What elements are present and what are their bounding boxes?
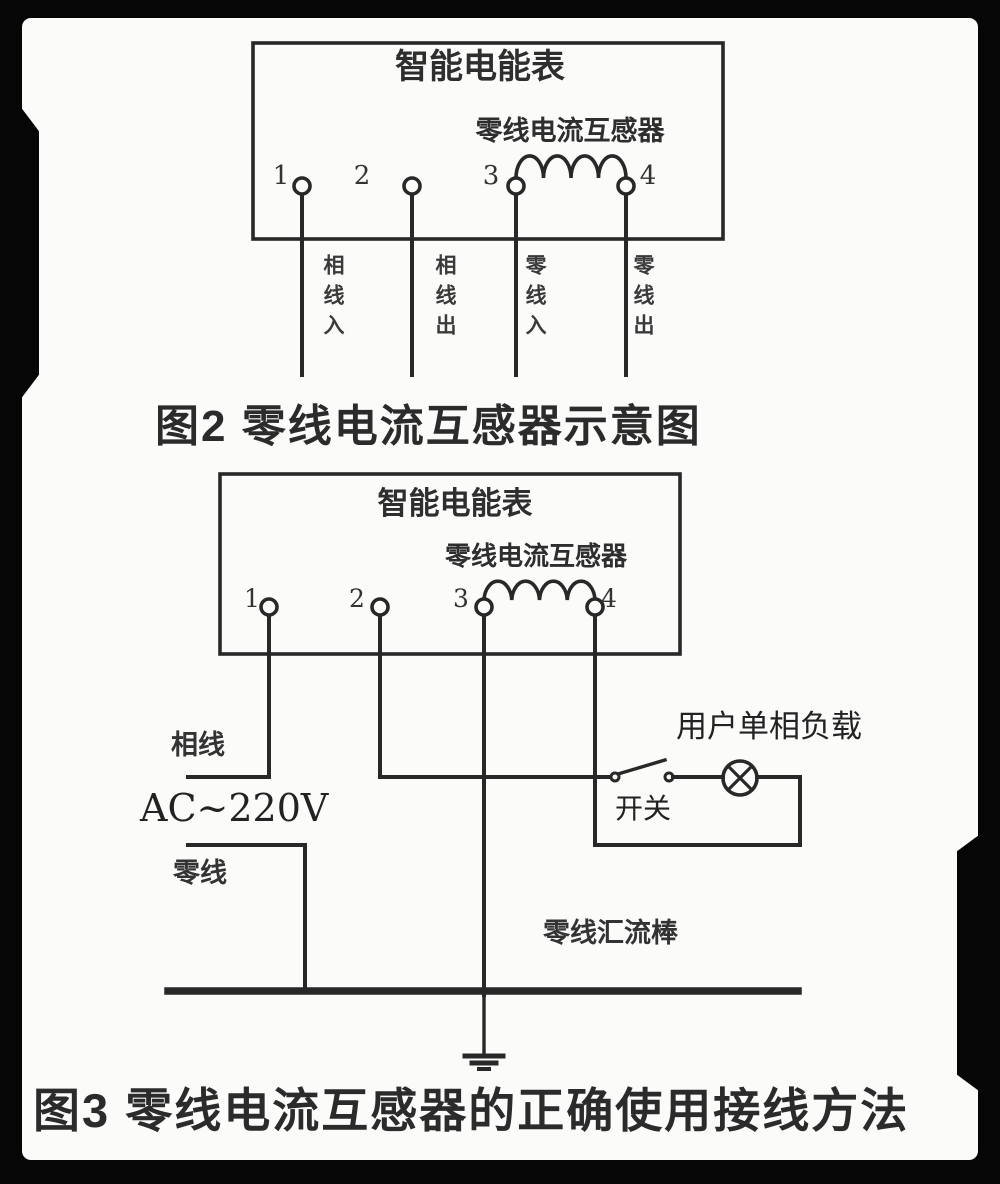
fig2-terminal1-number: 1 — [272, 161, 290, 191]
fig2-terminal4-number: 4 — [639, 161, 657, 191]
fig3-terminal4-number: 4 — [601, 584, 617, 613]
fig3-neutral-label: 零线 — [173, 858, 227, 888]
fig3-terminal1-number: 1 — [244, 584, 260, 613]
fig2-terminal3-number: 3 — [482, 161, 500, 191]
fig3-terminal3-number: 3 — [453, 584, 469, 613]
fig2-wire-label-neutral-out: 零线出 — [631, 254, 654, 344]
fig2-terminal1-circle — [292, 176, 312, 196]
fig3-ct-label: 零线电流互感器 — [444, 541, 627, 571]
fig2-wire-label-phase-in: 相线入 — [321, 254, 344, 344]
fig3-wire-load-return — [593, 614, 802, 847]
fig3-wire-phase-in — [186, 614, 271, 779]
fig3-terminal1-circle — [259, 597, 279, 617]
fig2-terminal4-circle — [616, 176, 636, 196]
fig2-wire-label-neutral-in: 零线入 — [523, 254, 546, 344]
fig2-caption: 图2 零线电流互感器示意图 — [155, 402, 702, 451]
fig3-terminal2-circle — [370, 597, 390, 617]
lamp-cross-icon — [725, 763, 755, 793]
fig3-wire-phase-out — [378, 614, 614, 779]
switch-blade-icon — [615, 757, 668, 777]
fig2-meter-title: 智能电能表 — [395, 48, 565, 86]
paper-background — [22, 18, 978, 1160]
fig2-ct-coil-icon — [514, 154, 628, 180]
fig3-ct-coil-icon — [482, 579, 597, 602]
fig2-ct-label: 零线电流互感器 — [475, 116, 665, 146]
fig3-meter-title: 智能电能表 — [377, 486, 533, 521]
fig2-terminal2-number: 2 — [353, 161, 371, 191]
fig3-caption: 图3 零线电流互感器的正确使用接线方法 — [33, 1084, 910, 1137]
fig3-terminal2-number: 2 — [349, 584, 365, 613]
fig2-meter-box — [251, 41, 725, 241]
fig2-terminal3-circle — [506, 176, 526, 196]
fig2-terminal2-circle — [402, 176, 422, 196]
fig3-meter-box — [218, 472, 682, 656]
fig3-phase-label: 相线 — [171, 730, 225, 760]
fig3-busbar-label: 零线汇流棒 — [543, 918, 678, 948]
fig3-supply-voltage-label: AC~220V — [140, 786, 329, 830]
fig3-switch-label: 开关 — [615, 793, 672, 824]
fig3-load-label: 用户单相负载 — [676, 709, 862, 744]
fig2-wire-label-phase-out: 相线出 — [433, 254, 456, 344]
frame-notch-right — [957, 836, 1000, 1090]
fig3-terminal4-circle — [585, 597, 605, 617]
switch-contact-left — [609, 771, 621, 783]
frame-notch-left — [0, 108, 39, 398]
fig3-terminal3-circle — [474, 597, 494, 617]
fig3-wire-neutral-supply — [186, 843, 307, 991]
